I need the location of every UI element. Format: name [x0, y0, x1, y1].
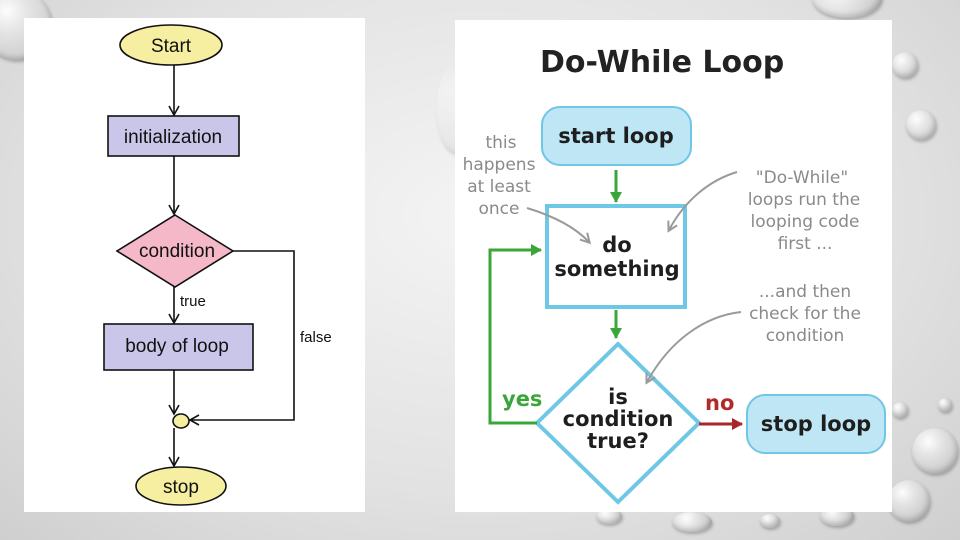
do-while-diagram: Do-While Loop start loop do something is…: [463, 45, 886, 505]
decorative-bubble: [596, 508, 622, 524]
start-loop-box: [541, 106, 692, 166]
false-label: false: [300, 329, 332, 346]
note-dowhile-line-2: loops run the: [748, 190, 860, 210]
body-of-loop-label: body of loop: [125, 336, 229, 357]
yes-label: yes: [502, 387, 542, 411]
note-dowhile-line-4: first ...: [778, 234, 833, 254]
arrow-yes-loop-back: [488, 244, 542, 425]
stop-loop-label: stop loop: [761, 412, 871, 436]
do-something-line-1: do: [602, 233, 631, 257]
condition-line-2: condition: [563, 407, 674, 431]
do-while-panel: Do-While Loop start loop do something is…: [455, 20, 892, 512]
condition-label: condition: [139, 241, 215, 262]
decorative-bubble: [892, 52, 918, 78]
stop-label: stop: [163, 477, 199, 498]
note-happens-line-4: once: [479, 199, 520, 219]
note-dowhile-line-1: "Do-While": [756, 168, 848, 188]
initialization-box: [107, 115, 240, 157]
decorative-bubble: [888, 480, 930, 522]
note-happens-line-3: at least: [467, 177, 531, 197]
note-dowhile-line-3: looping code: [750, 212, 859, 232]
note-then-arrow: [647, 311, 742, 382]
note-then-line-1: ...and then: [759, 282, 851, 302]
decorative-bubble: [760, 514, 780, 528]
initialization-label: initialization: [124, 127, 222, 148]
decorative-bubble: [912, 428, 958, 474]
decorative-bubble: [906, 110, 936, 140]
note-happens-arrow: [526, 207, 589, 242]
decorative-bubble: [938, 398, 952, 412]
note-then-line-2: check for the: [749, 304, 861, 324]
condition-diamond: [534, 341, 702, 505]
loop-flowchart: Start initialization condition true body…: [103, 24, 332, 506]
start-label: Start: [151, 36, 192, 57]
condition-line-1: is: [608, 385, 628, 409]
note-happens-line-2: happens: [463, 155, 536, 175]
stop-loop-box: [746, 394, 886, 454]
note-happens-line-1: this: [485, 133, 516, 153]
start-oval: [119, 24, 223, 66]
condition-line-3: true?: [587, 429, 649, 453]
decorative-bubble: [812, 0, 882, 18]
note-then-line-3: condition: [766, 326, 845, 346]
loop-flowchart-panel: Start initialization condition true body…: [24, 18, 365, 512]
decorative-bubble: [672, 512, 712, 532]
body-of-loop-box: [103, 323, 254, 371]
do-something-box: [545, 204, 687, 309]
note-dowhile-arrow: [669, 171, 738, 230]
decorative-bubble: [892, 402, 908, 418]
diagram-title: Do-While Loop: [540, 45, 784, 80]
do-something-line-2: something: [554, 257, 679, 281]
junction-node: [172, 413, 190, 429]
connector-false-loop: [188, 250, 295, 426]
start-loop-label: start loop: [558, 124, 674, 148]
true-label: true: [180, 293, 206, 310]
stop-oval: [135, 466, 227, 506]
no-label: no: [705, 391, 734, 415]
condition-diamond: [115, 214, 235, 288]
